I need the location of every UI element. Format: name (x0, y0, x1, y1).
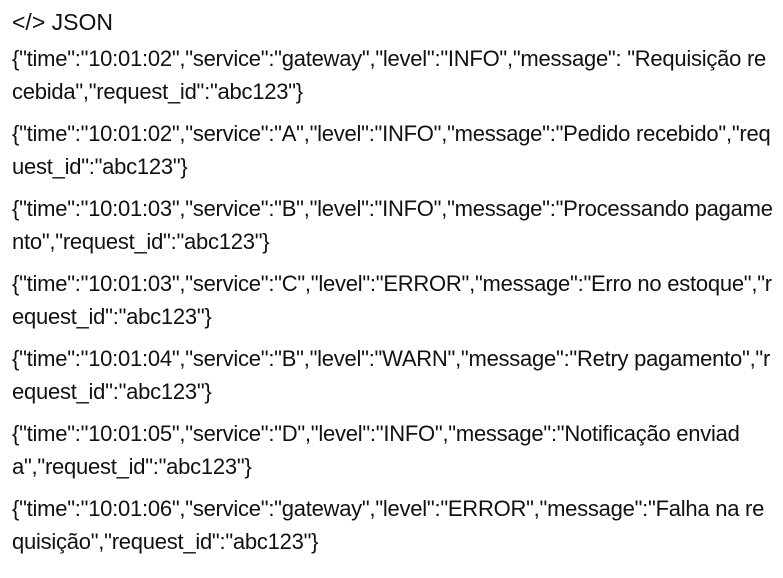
section-title: </> JSON (12, 9, 113, 35)
json-log-document: </> JSON {"time":"10:01:02","service":"g… (12, 6, 774, 558)
log-entry-5: {"time":"10:01:04","service":"B","level"… (12, 346, 771, 404)
log-entry-4: {"time":"10:01:03","service":"C","level"… (12, 271, 772, 329)
log-entry-2: {"time":"10:01:02","service":"A","level"… (12, 121, 771, 179)
log-entry-3: {"time":"10:01:03","service":"B","level"… (12, 196, 773, 254)
log-entry-6: {"time":"10:01:05","service":"D","level"… (12, 421, 740, 479)
log-entries: {"time":"10:01:02","service":"gateway","… (12, 42, 774, 558)
log-entry-7: {"time":"10:01:06","service":"gateway","… (12, 496, 765, 554)
log-entry-1: {"time":"10:01:02","service":"gateway","… (12, 46, 767, 104)
